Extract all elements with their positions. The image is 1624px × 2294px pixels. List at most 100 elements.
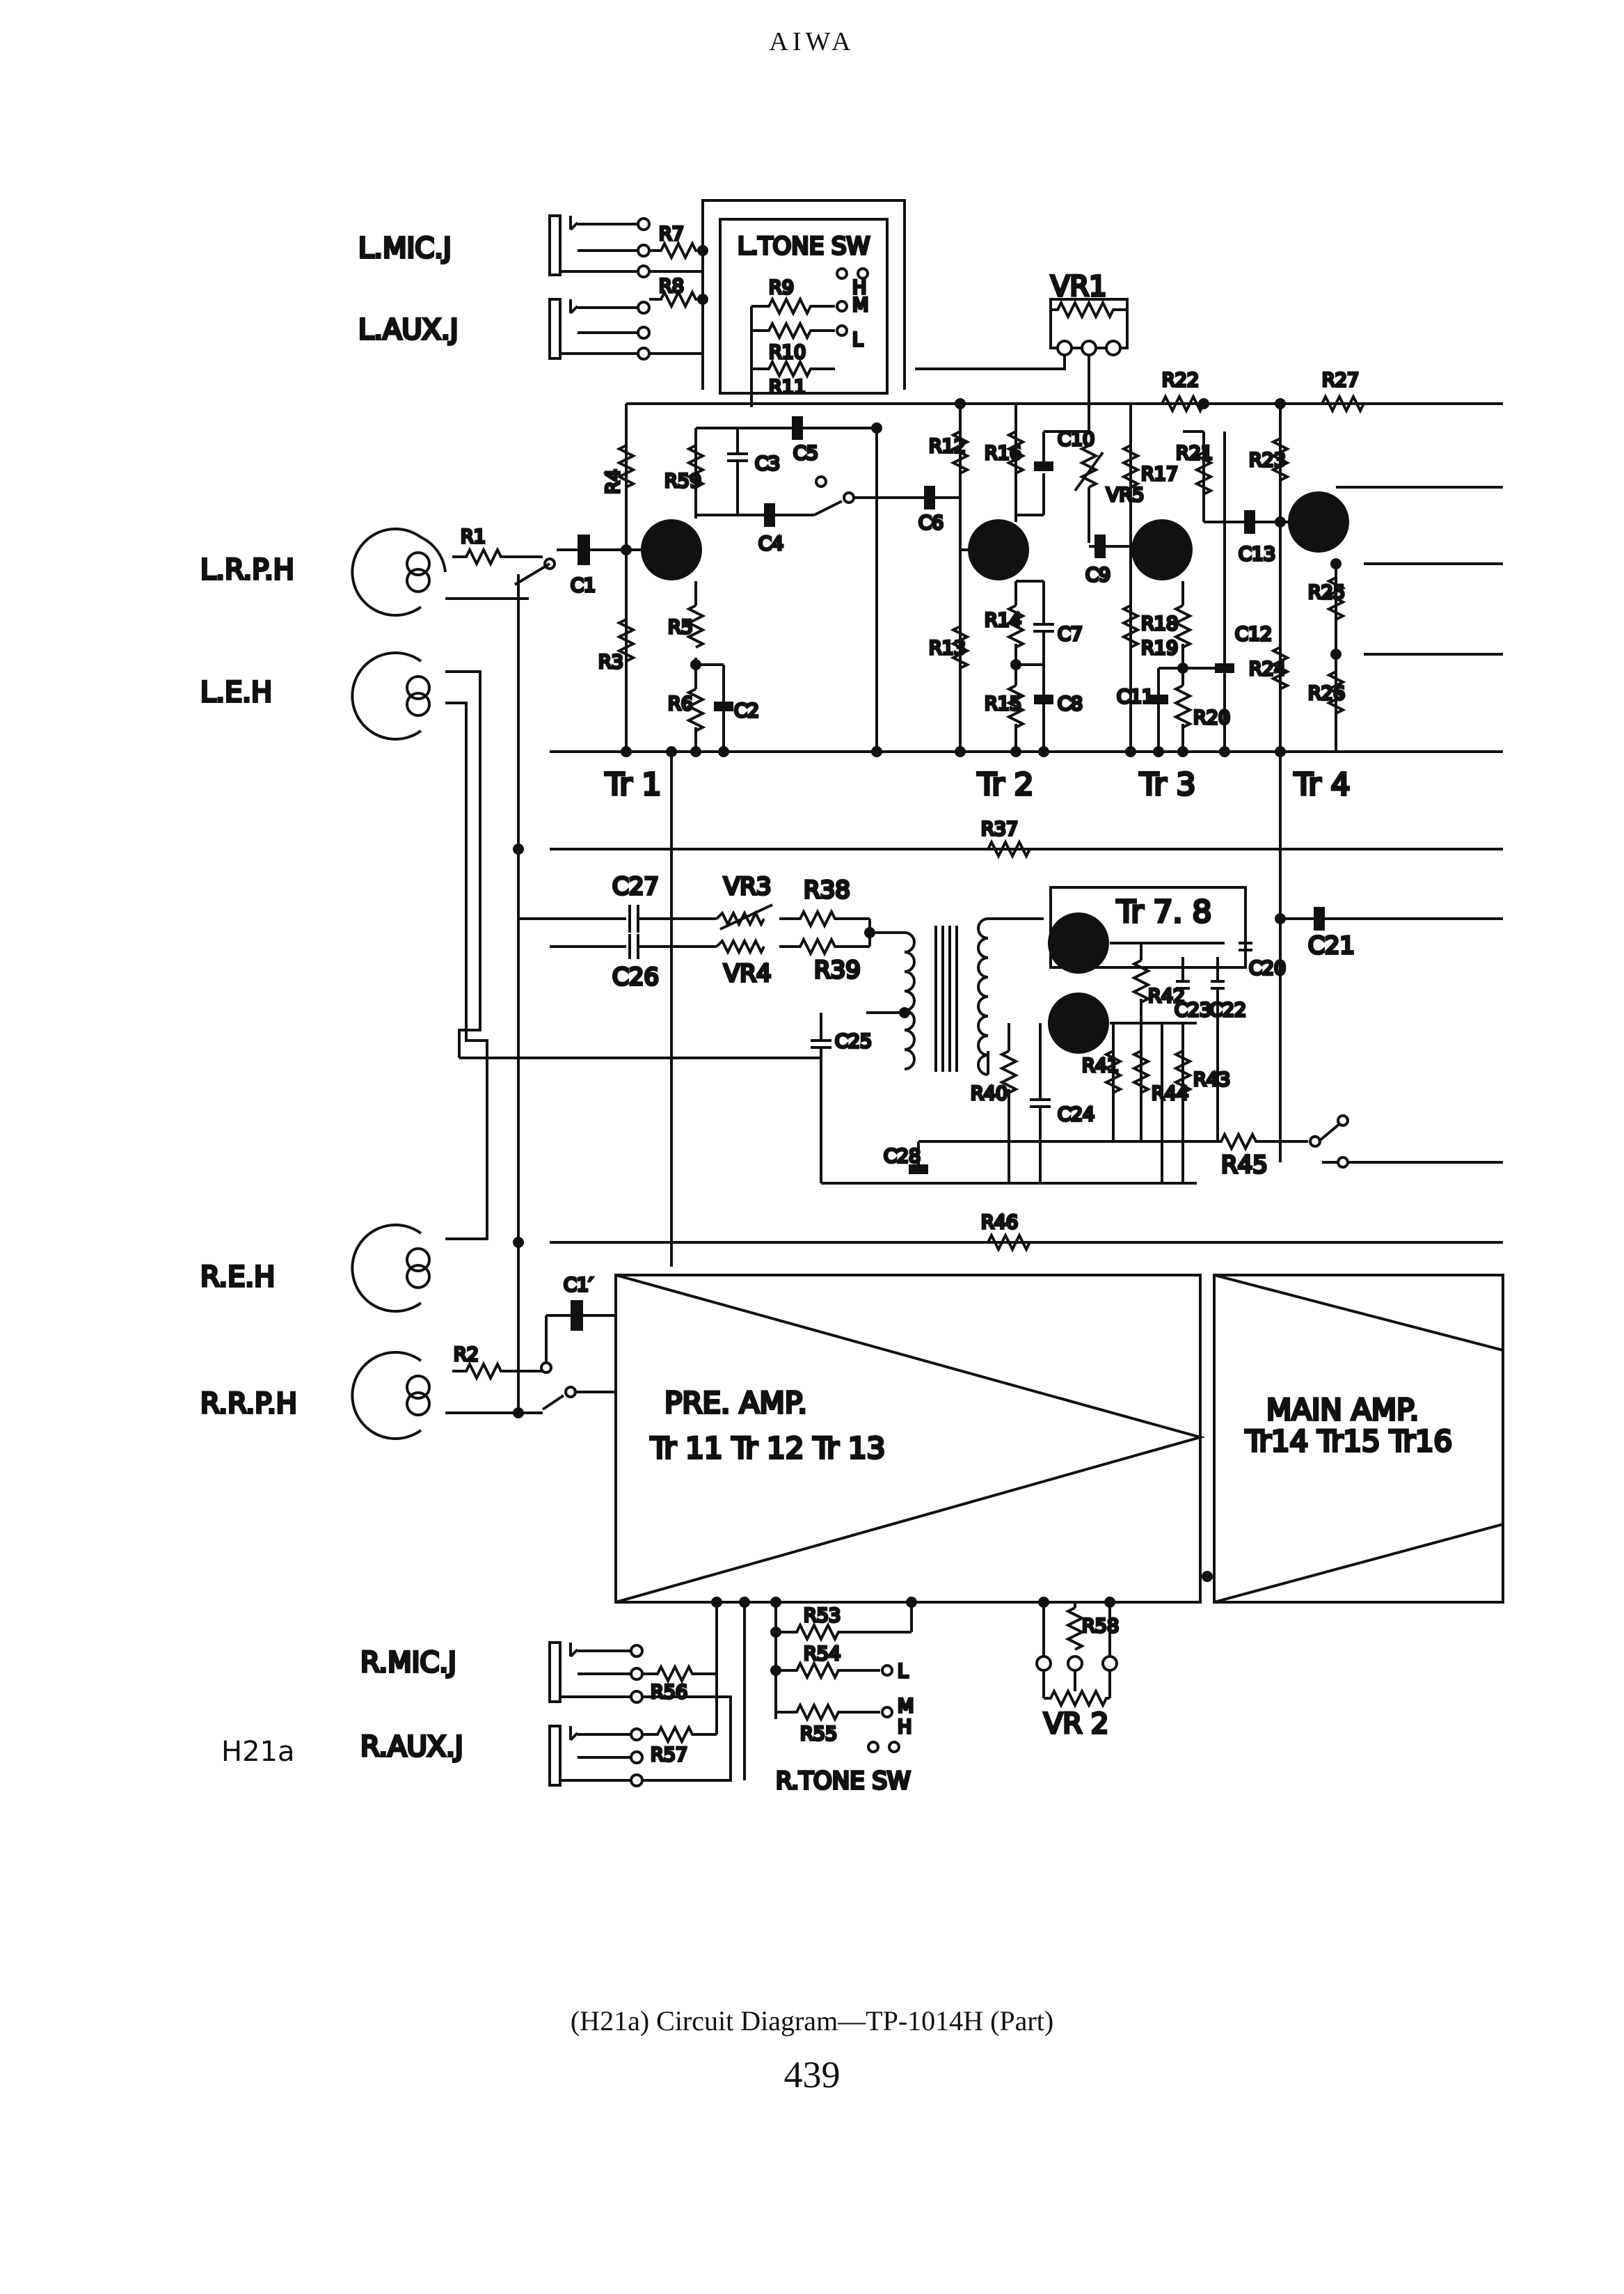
svg-text:C9: C9 bbox=[1085, 564, 1110, 586]
svg-text:R15: R15 bbox=[985, 693, 1021, 715]
svg-text:C1: C1 bbox=[571, 575, 596, 596]
svg-text:R58: R58 bbox=[1082, 1615, 1119, 1637]
label-r-aux-jack: R.AUX.J bbox=[360, 1731, 463, 1763]
head-r-eh bbox=[351, 1224, 431, 1313]
resistor-r46 bbox=[974, 1232, 1031, 1253]
capacitor-c1-prime bbox=[571, 1300, 583, 1331]
svg-text:R19: R19 bbox=[1141, 638, 1178, 659]
svg-text:R24: R24 bbox=[1249, 658, 1286, 680]
svg-text:C26: C26 bbox=[612, 963, 659, 991]
l-tone-switch-box bbox=[719, 218, 889, 395]
svg-text:R26: R26 bbox=[1308, 683, 1345, 704]
svg-text:R17: R17 bbox=[1141, 464, 1178, 485]
svg-text:R10: R10 bbox=[769, 342, 806, 363]
svg-text:C23: C23 bbox=[1175, 999, 1211, 1021]
svg-text:C13: C13 bbox=[1239, 544, 1275, 565]
label-tr1: Tr 1 bbox=[605, 767, 661, 802]
capacitor-c6 bbox=[924, 486, 935, 509]
resistor-r11 bbox=[751, 358, 835, 379]
svg-text:C3: C3 bbox=[755, 453, 780, 475]
svg-text:R55: R55 bbox=[800, 1723, 837, 1745]
head-l-eh bbox=[351, 651, 431, 741]
resistor-r4 bbox=[616, 444, 637, 489]
svg-text:C5: C5 bbox=[793, 443, 818, 464]
label-vr1: VR1 bbox=[1051, 271, 1107, 303]
svg-text:R22: R22 bbox=[1162, 370, 1199, 391]
svg-text:C6: C6 bbox=[918, 512, 944, 534]
label-r8: R8 bbox=[659, 276, 684, 297]
capacitor-c28 bbox=[909, 1164, 928, 1174]
svg-text:C22: C22 bbox=[1209, 999, 1246, 1021]
capacitor-c1 bbox=[578, 535, 590, 565]
resistor-r7 bbox=[649, 240, 703, 261]
svg-text:R4: R4 bbox=[603, 469, 624, 494]
wire-lmic-bus bbox=[701, 199, 906, 390]
resistor-r8 bbox=[649, 289, 703, 310]
label-l-eh: L.E.H bbox=[200, 677, 272, 709]
resistor-r59 bbox=[685, 444, 706, 489]
svg-text:C4: C4 bbox=[758, 533, 783, 555]
resistor-r6 bbox=[685, 688, 706, 732]
svg-text:H: H bbox=[898, 1716, 911, 1738]
capacitor-c9 bbox=[1094, 535, 1106, 558]
label-tr78: Tr 7. 8 bbox=[1116, 894, 1211, 930]
figure-id-label: H21a bbox=[221, 1736, 295, 1768]
svg-text:R53: R53 bbox=[804, 1605, 841, 1627]
head-r-rph bbox=[351, 1351, 431, 1440]
svg-text:R57: R57 bbox=[651, 1744, 687, 1766]
resistor-r1 bbox=[452, 546, 508, 567]
resistor-r26 bbox=[1326, 670, 1346, 715]
resistor-r57 bbox=[642, 1724, 717, 1745]
resistor-r37 bbox=[974, 839, 1031, 860]
svg-text:R16: R16 bbox=[985, 443, 1021, 464]
svg-text:R39: R39 bbox=[814, 956, 861, 984]
svg-text:R25: R25 bbox=[1308, 582, 1345, 603]
svg-text:C7: C7 bbox=[1058, 624, 1083, 645]
resistor-r54 bbox=[776, 1660, 880, 1681]
svg-text:R54: R54 bbox=[804, 1643, 841, 1665]
svg-text:R6: R6 bbox=[668, 693, 693, 715]
resistor-r10 bbox=[751, 320, 835, 341]
resistor-r27 bbox=[1315, 393, 1365, 414]
resistor-r39 bbox=[779, 936, 870, 957]
jack-r-aux bbox=[548, 1725, 644, 1787]
label-r-eh: R.E.H bbox=[200, 1261, 275, 1293]
svg-text:C25: C25 bbox=[835, 1031, 872, 1052]
svg-text:C21: C21 bbox=[1308, 932, 1355, 960]
transistor-tr3 bbox=[1131, 519, 1193, 580]
potentiometer-vr4 bbox=[715, 938, 765, 956]
svg-text:R40: R40 bbox=[971, 1083, 1008, 1105]
svg-text:R56: R56 bbox=[651, 1682, 687, 1703]
svg-text:VR3: VR3 bbox=[724, 873, 772, 901]
capacitor-c4 bbox=[764, 503, 775, 527]
label-tr4: Tr 4 bbox=[1293, 767, 1350, 802]
transistor-tr7 bbox=[1048, 912, 1109, 974]
svg-text:VR4: VR4 bbox=[724, 960, 772, 988]
svg-text:R38: R38 bbox=[804, 876, 850, 904]
label-r-mic-jack: R.MIC.J bbox=[360, 1647, 456, 1679]
svg-text:R5: R5 bbox=[668, 617, 693, 638]
capacitor-c5 bbox=[792, 416, 803, 440]
resistor-r15 bbox=[1005, 684, 1026, 729]
capacitor-c21 bbox=[1314, 907, 1325, 931]
pre-amp-stages: Tr 11 Tr 12 Tr 13 bbox=[650, 1431, 885, 1465]
resistor-r2 bbox=[452, 1361, 508, 1382]
svg-text:R21: R21 bbox=[1176, 443, 1213, 464]
main-amp-title: MAIN AMP. bbox=[1266, 1393, 1419, 1427]
resistor-r22 bbox=[1155, 393, 1205, 414]
resistor-r14 bbox=[1005, 604, 1026, 649]
oscillator-transformer bbox=[904, 917, 989, 1076]
resistor-r23 bbox=[1270, 437, 1291, 482]
pre-amp-title: PRE. AMP. bbox=[664, 1386, 807, 1420]
svg-text:L: L bbox=[852, 329, 863, 351]
svg-text:R11: R11 bbox=[769, 377, 806, 398]
resistor-r3 bbox=[616, 618, 637, 663]
resistor-r45 bbox=[1211, 1131, 1266, 1152]
resistor-r42 bbox=[1131, 959, 1152, 1004]
svg-text:C11: C11 bbox=[1117, 686, 1154, 708]
resistor-r16 bbox=[1005, 430, 1026, 475]
potentiometer-vr2 bbox=[1044, 1688, 1110, 1709]
resistor-r21 bbox=[1193, 451, 1214, 496]
head-l-rph bbox=[351, 528, 447, 617]
